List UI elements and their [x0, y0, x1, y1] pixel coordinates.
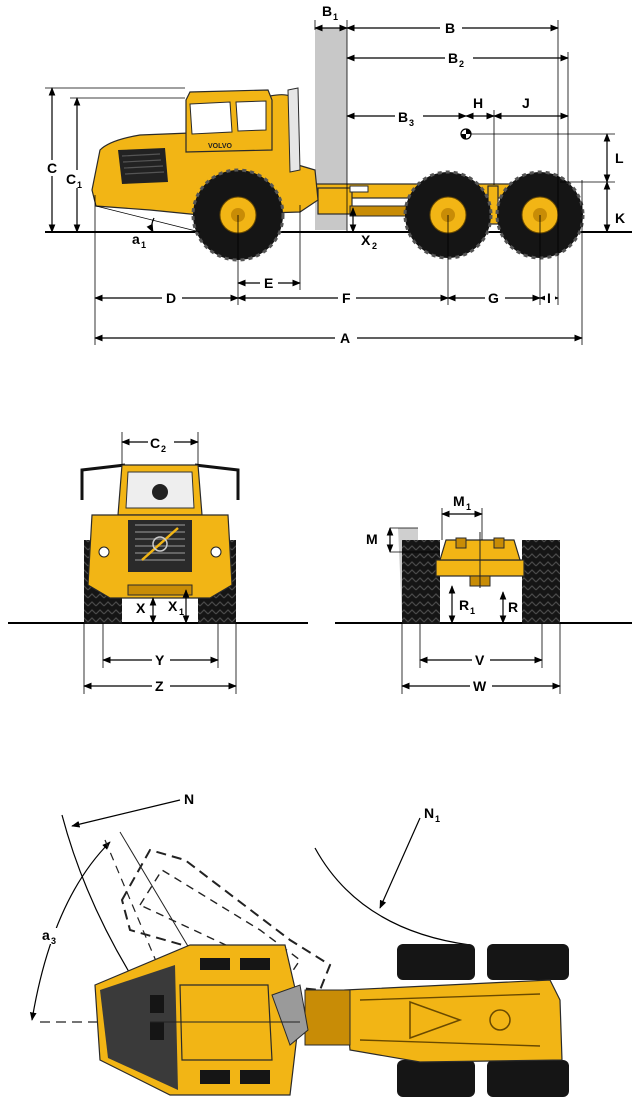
- rear-dimension-labels: M 1 M R 1 R V W: [366, 493, 518, 694]
- rear-pivot-right: [493, 537, 505, 549]
- label-B1-sub: 1: [333, 12, 338, 22]
- angle-arc-a3: [29, 841, 111, 1021]
- label-Z: Z: [155, 678, 164, 694]
- label-X: X: [136, 600, 146, 616]
- front-bumper: [127, 584, 193, 596]
- label-K: K: [615, 210, 625, 226]
- rear-view: M 1 M R 1 R V W: [335, 493, 632, 694]
- label-G: G: [488, 290, 499, 306]
- front-extension-lines: [83, 432, 237, 694]
- label-B2-sub: 2: [459, 59, 464, 69]
- center-of-gravity-marker: [460, 128, 472, 140]
- fifth-wheel: [271, 984, 309, 1046]
- rear-pivot-left: [455, 537, 467, 549]
- label-M: M: [366, 531, 378, 547]
- cab-window-side: [235, 100, 267, 132]
- articulation-hitch: [317, 187, 353, 215]
- label-M1: M: [453, 493, 465, 509]
- rear-right-tire: [522, 540, 560, 624]
- exhaust-stack: [287, 87, 301, 173]
- label-F: F: [342, 290, 351, 306]
- label-V: V: [475, 652, 485, 668]
- top-vent-1: [200, 958, 230, 970]
- volvo-diagonal: [141, 527, 179, 561]
- leader-N: [71, 799, 181, 828]
- label-B3: B: [398, 109, 408, 125]
- front-grille-slats: [135, 524, 185, 561]
- label-J: J: [522, 95, 530, 111]
- label-B2: B: [448, 50, 458, 66]
- label-X2-sub: 2: [372, 241, 377, 251]
- hood-vent-2: [150, 1022, 164, 1040]
- label-M1-sub: 1: [466, 502, 471, 512]
- rear-unit-tires: [397, 944, 569, 1097]
- label-R1: R: [459, 597, 469, 613]
- label-a1: a: [132, 231, 140, 247]
- label-N: N: [184, 791, 194, 807]
- label-B1: B: [322, 3, 332, 19]
- chassis-rails: [359, 993, 541, 1047]
- top-vent-3: [200, 1070, 230, 1084]
- side-dimension-labels: A B B 1 B 2 B 3 H J C C 1 D E F G: [44, 3, 628, 346]
- turning-view: N N 1 a 3: [29, 791, 569, 1097]
- chassis-brace: [409, 1000, 463, 1040]
- label-C2: C: [150, 435, 160, 451]
- label-N1: N: [424, 805, 434, 821]
- grille-slats: [121, 153, 165, 175]
- frame-slot: [349, 185, 369, 193]
- label-D: D: [166, 290, 176, 306]
- label-B: B: [445, 20, 455, 36]
- label-N1-sub: 1: [435, 814, 440, 824]
- leader-N1: [379, 817, 421, 909]
- rear-extension-lines: [390, 508, 561, 694]
- label-R: R: [508, 599, 518, 615]
- inner-turning-arc: [314, 847, 471, 946]
- rear-left-tire: [402, 540, 440, 624]
- operator-head: [152, 484, 168, 500]
- label-A: A: [340, 330, 350, 346]
- label-X1-sub: 1: [179, 607, 184, 617]
- label-Y: Y: [155, 652, 165, 668]
- label-X2: X: [361, 232, 371, 248]
- label-X1: X: [168, 598, 178, 614]
- chassis-hub: [489, 1009, 511, 1031]
- label-C1-sub: 1: [77, 180, 82, 190]
- front-dimension-labels: C 2 Y Z X X 1: [136, 434, 184, 694]
- articulation-joint: [304, 989, 351, 1046]
- side-view: VOLVO: [44, 3, 632, 346]
- label-C: C: [47, 160, 57, 176]
- turning-labels: N N 1 a 3: [40, 791, 440, 946]
- rear-chassis-top: [344, 979, 563, 1063]
- left-headlight: [98, 546, 110, 558]
- top-vent-2: [240, 958, 270, 970]
- right-headlight: [210, 546, 222, 558]
- label-a1-sub: 1: [141, 240, 146, 250]
- mirror-frames: [80, 463, 240, 500]
- label-C1: C: [66, 171, 76, 187]
- label-L: L: [615, 150, 624, 166]
- cab-roof-outline: [179, 984, 273, 1061]
- label-I: I: [547, 290, 551, 306]
- hood-vent-1: [150, 995, 164, 1013]
- label-H: H: [473, 95, 483, 111]
- volvo-emblem: [152, 536, 168, 552]
- label-W: W: [473, 678, 487, 694]
- turned-inner-outline: [138, 869, 301, 976]
- label-R1-sub: 1: [470, 606, 475, 616]
- extension-lines: [45, 20, 615, 345]
- top-vent-4: [240, 1070, 270, 1084]
- label-a3-sub: 3: [51, 936, 56, 946]
- label-B3-sub: 3: [409, 118, 414, 128]
- brand-text: VOLVO: [208, 143, 233, 150]
- label-E: E: [264, 275, 273, 291]
- label-a3: a: [42, 927, 50, 943]
- front-view: C 2 Y Z X X 1: [8, 432, 308, 694]
- front-grille: [118, 148, 168, 184]
- turned-cab-outline: [120, 848, 332, 992]
- cab-window-front: [189, 101, 233, 135]
- label-C2-sub: 2: [161, 444, 166, 454]
